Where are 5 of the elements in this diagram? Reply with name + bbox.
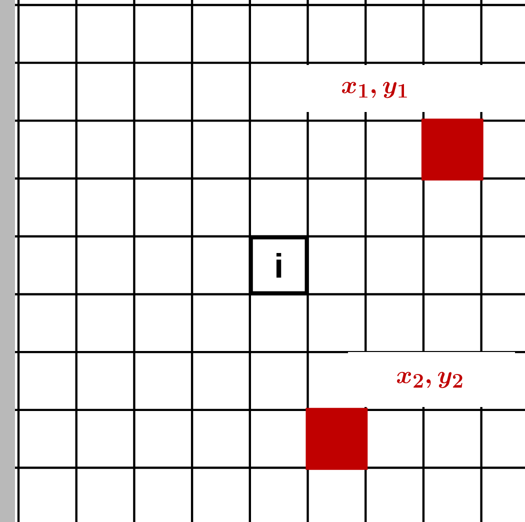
filled-square — [306, 408, 368, 470]
filled-square — [421, 118, 484, 181]
coordinate-label: $x_2, y_2$ — [348, 352, 515, 407]
coordinate-label: $x_1, y_1$ — [290, 64, 490, 112]
grid-cell: i — [248, 235, 309, 296]
